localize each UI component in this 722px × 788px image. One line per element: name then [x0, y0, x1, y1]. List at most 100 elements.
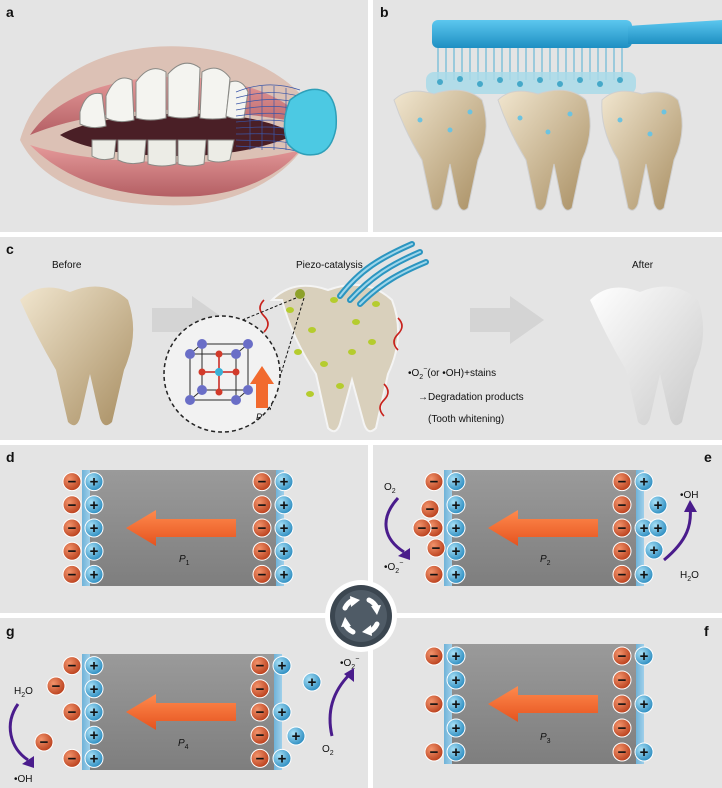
panel-e-chemistry: O2 •O2− •OH H2O — [384, 482, 699, 583]
polarization-arrow — [488, 510, 598, 546]
polarization-arrow-c — [250, 366, 274, 408]
g-arrow-reduction-head — [344, 668, 354, 682]
charge-plus-sign: + — [90, 658, 99, 675]
screening-hole: + — [272, 748, 292, 768]
reaction-line3: (Tooth whitening) — [428, 414, 504, 425]
charge-minus-sign: − — [258, 497, 267, 514]
g-arrow-oxidation — [8, 703, 29, 762]
charge-plus-sign: + — [278, 658, 287, 675]
label-after: After — [632, 260, 654, 271]
free-hole: + — [302, 672, 322, 692]
free-electron: − — [412, 518, 432, 538]
polarization-label: P3 — [540, 732, 551, 745]
charge-minus-sign: − — [68, 566, 77, 583]
charge-minus-sign: − — [430, 648, 439, 665]
charge-minus-sign: − — [430, 520, 439, 537]
g-h2o-sub: 2 — [21, 692, 25, 699]
e-arrow-oxidation-head — [684, 500, 697, 512]
charge-minus-sign: − — [40, 734, 49, 751]
surface-catalyst-dots — [417, 109, 667, 137]
charge-minus-sign: − — [68, 750, 77, 767]
free-hole: + — [644, 540, 664, 560]
charge-minus-sign: − — [256, 658, 265, 675]
foam-particles — [437, 76, 623, 87]
charge-minus-sign: − — [68, 520, 77, 537]
charge-plus-sign: + — [640, 520, 649, 537]
screening-hole: + — [274, 495, 294, 515]
polarization-label-c: P — [256, 412, 262, 422]
screening-hole: + — [274, 518, 294, 538]
bound-positive-charge: + — [84, 541, 104, 561]
charge-plus-sign: + — [452, 672, 461, 689]
bound-positive-charge: + — [84, 748, 104, 768]
bound-positive-charge: + — [84, 725, 104, 745]
lower-teeth — [91, 139, 235, 167]
charge-minus-sign: − — [430, 474, 439, 491]
panel-label-g: g — [6, 623, 15, 639]
charge-plus-sign: + — [452, 744, 461, 761]
tooth-before — [20, 286, 134, 426]
charge-minus-sign: − — [618, 672, 627, 689]
bound-negative-charge: − — [612, 718, 632, 738]
e-superoxide-sub: 2 — [395, 568, 399, 575]
charge-plus-sign: + — [650, 542, 659, 559]
bound-positive-charge: + — [446, 541, 466, 561]
charge-plus-sign: + — [452, 720, 461, 737]
charge-minus-sign: − — [618, 720, 627, 737]
slab-d: +−+−+−+−+−−−−−−+++++P1 — [62, 470, 294, 586]
charge-minus-sign: − — [258, 474, 267, 491]
screening-hole: + — [634, 742, 654, 762]
brush-head-a — [283, 88, 338, 156]
g-superoxide: •O — [340, 658, 352, 669]
g-o2-sub: 2 — [330, 750, 334, 757]
bound-positive-charge: + — [446, 694, 466, 714]
screening-electron: − — [424, 742, 444, 762]
bound-negative-charge: − — [612, 646, 632, 666]
charge-minus-sign: − — [52, 678, 61, 695]
e-oh: •OH — [680, 490, 699, 501]
reaction-o2-sup: − — [423, 366, 427, 373]
g-arrow-oxidation-head — [22, 756, 34, 768]
charge-minus-sign: − — [418, 520, 427, 537]
free-hole: + — [648, 495, 668, 515]
g-superoxide-sub: 2 — [351, 664, 355, 671]
upper-teeth — [79, 62, 249, 129]
charge-plus-sign: + — [90, 497, 99, 514]
polarization-symbol: P — [179, 554, 186, 565]
bound-negative-charge: − — [252, 495, 272, 515]
charge-plus-sign: + — [640, 744, 649, 761]
bound-negative-charge: − — [612, 472, 632, 492]
screening-hole: + — [272, 702, 292, 722]
polarization-arrow — [488, 686, 598, 722]
screening-hole: + — [272, 656, 292, 676]
brush-on-teeth — [393, 20, 722, 211]
reaction-line1-rest: (or •OH)+stains — [427, 368, 496, 379]
screening-electron: − — [62, 702, 82, 722]
bound-negative-charge: − — [252, 518, 272, 538]
charge-plus-sign: + — [452, 648, 461, 665]
zoom-particle — [295, 289, 305, 299]
charge-minus-sign: − — [258, 520, 267, 537]
bound-positive-charge: + — [446, 472, 466, 492]
reaction-o2-lead: •O — [408, 368, 420, 379]
charge-minus-sign: − — [68, 543, 77, 560]
screening-electron: − — [62, 748, 82, 768]
charge-minus-sign: − — [618, 744, 627, 761]
charge-minus-sign: − — [618, 648, 627, 665]
charge-minus-sign: − — [618, 474, 627, 491]
reaction-o2-sub: 2 — [419, 374, 423, 381]
charge-minus-sign: − — [258, 543, 267, 560]
charge-plus-sign: + — [280, 543, 289, 560]
charge-plus-sign: + — [280, 520, 289, 537]
polarization-symbol: P — [540, 554, 547, 565]
charge-plus-sign: + — [90, 566, 99, 583]
bound-negative-charge: − — [612, 495, 632, 515]
screening-hole: + — [634, 694, 654, 714]
bound-positive-charge: + — [84, 702, 104, 722]
svg-text:H2O: H2O — [14, 686, 33, 699]
g-superoxide-sup: − — [355, 656, 359, 663]
screening-electron: − — [62, 564, 82, 584]
e-h2o-a: H — [680, 570, 687, 581]
slab-f: +−+−+−+−+−−−−+++P3 — [424, 644, 654, 764]
